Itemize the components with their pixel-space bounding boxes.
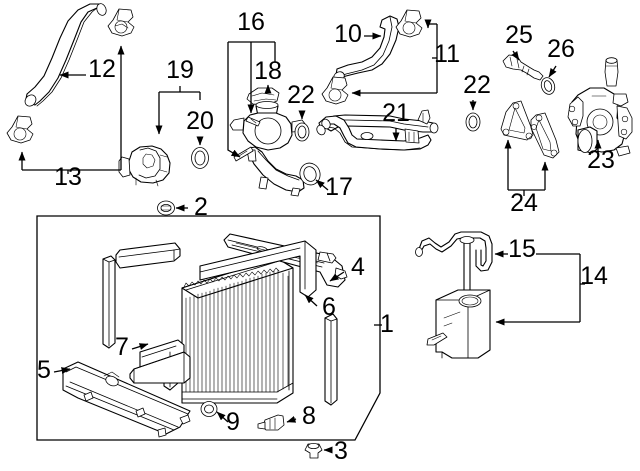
leader-19 xyxy=(155,86,201,135)
leader-15 xyxy=(494,250,585,326)
water-inlet-o-ring xyxy=(299,162,321,186)
leader-5 xyxy=(53,367,71,375)
radiator-mount-cushion-lower xyxy=(304,442,323,459)
coolant-reservoir-tank xyxy=(426,289,491,359)
callout-label-6: 6 xyxy=(322,293,336,321)
leader-4 xyxy=(329,271,345,282)
water-inlet-housing xyxy=(229,101,307,197)
callout-labels: 1 2 3 4 5 6 7 8 9 10 11 12 13 14 15 16 1… xyxy=(37,8,615,465)
callout-label-13: 13 xyxy=(54,163,82,191)
callout-label-25: 25 xyxy=(505,21,533,49)
callout-label-12: 12 xyxy=(88,55,116,83)
callout-label-2: 2 xyxy=(194,193,208,221)
callout-label-16: 16 xyxy=(237,8,265,36)
radiator-core xyxy=(181,257,294,404)
radiator-hose-lower xyxy=(24,3,107,107)
leader-8 xyxy=(286,415,297,423)
hose-clamp-lower-top xyxy=(107,8,135,37)
callout-label-4: 4 xyxy=(351,253,365,281)
callout-label-24: 24 xyxy=(510,189,538,217)
leader-6 xyxy=(304,294,318,307)
drain-cock-o-ring xyxy=(200,401,218,417)
callout-label-20: 20 xyxy=(186,107,214,135)
coolant-temperature-sensor xyxy=(502,54,544,81)
water-pump-bracket-left xyxy=(500,100,534,141)
temperature-sensor-o-ring xyxy=(540,77,556,95)
leader-16 xyxy=(227,41,276,158)
callout-label-21: 21 xyxy=(382,99,410,127)
callout-label-23: 23 xyxy=(587,146,615,174)
callout-label-5: 5 xyxy=(37,356,51,384)
callout-label-26: 26 xyxy=(547,35,575,63)
callout-label-8: 8 xyxy=(302,402,316,430)
callout-label-19: 19 xyxy=(166,56,194,84)
water-bypass-pipe xyxy=(316,109,439,151)
drain-cock xyxy=(257,414,285,431)
callout-label-10: 10 xyxy=(334,20,362,48)
callout-label-14: 14 xyxy=(580,262,608,290)
radiator-side-bar-right xyxy=(324,313,338,406)
leader-13 xyxy=(18,45,125,174)
leader-25 xyxy=(511,50,520,61)
water-pump-assembly xyxy=(567,57,633,157)
callout-label-18: 18 xyxy=(254,57,282,85)
leader-7 xyxy=(131,343,149,350)
hose-clamp-lower-bottom xyxy=(6,115,34,144)
radiator-lower-tank xyxy=(62,361,191,438)
callout-label-22b: 22 xyxy=(463,71,491,99)
radiator-air-seal-upper xyxy=(115,242,181,269)
leader-17 xyxy=(315,179,329,191)
callout-label-15: 15 xyxy=(508,235,536,263)
hose-clamp-upper-bottom xyxy=(321,76,349,105)
callout-label-3: 3 xyxy=(334,437,348,465)
callout-label-1: 1 xyxy=(380,310,394,338)
water-outlet-housing xyxy=(118,145,171,187)
water-outlet-o-ring xyxy=(191,147,209,169)
leader-24 xyxy=(504,139,549,196)
leader-9 xyxy=(216,411,229,423)
callout-label-7: 7 xyxy=(115,333,129,361)
radiator-assembly-frame xyxy=(36,215,381,441)
radiator-mount-grommet-upper xyxy=(157,200,175,216)
leader-11 xyxy=(351,19,438,97)
hose-clamp-upper-top xyxy=(395,9,423,38)
callout-label-17: 17 xyxy=(325,173,353,201)
reservoir-hose xyxy=(415,231,493,302)
bypass-pipe-o-ring-left xyxy=(294,122,310,142)
callout-label-9: 9 xyxy=(226,408,240,436)
leader-26 xyxy=(548,65,557,78)
callout-label-22: 22 xyxy=(287,81,315,109)
radiator-air-seal-lower xyxy=(129,351,191,384)
callout-label-11: 11 xyxy=(434,40,460,68)
radiator-side-bar-left xyxy=(102,255,116,349)
bypass-pipe-o-ring-right xyxy=(465,112,481,132)
water-pump-bracket-right xyxy=(530,112,560,159)
